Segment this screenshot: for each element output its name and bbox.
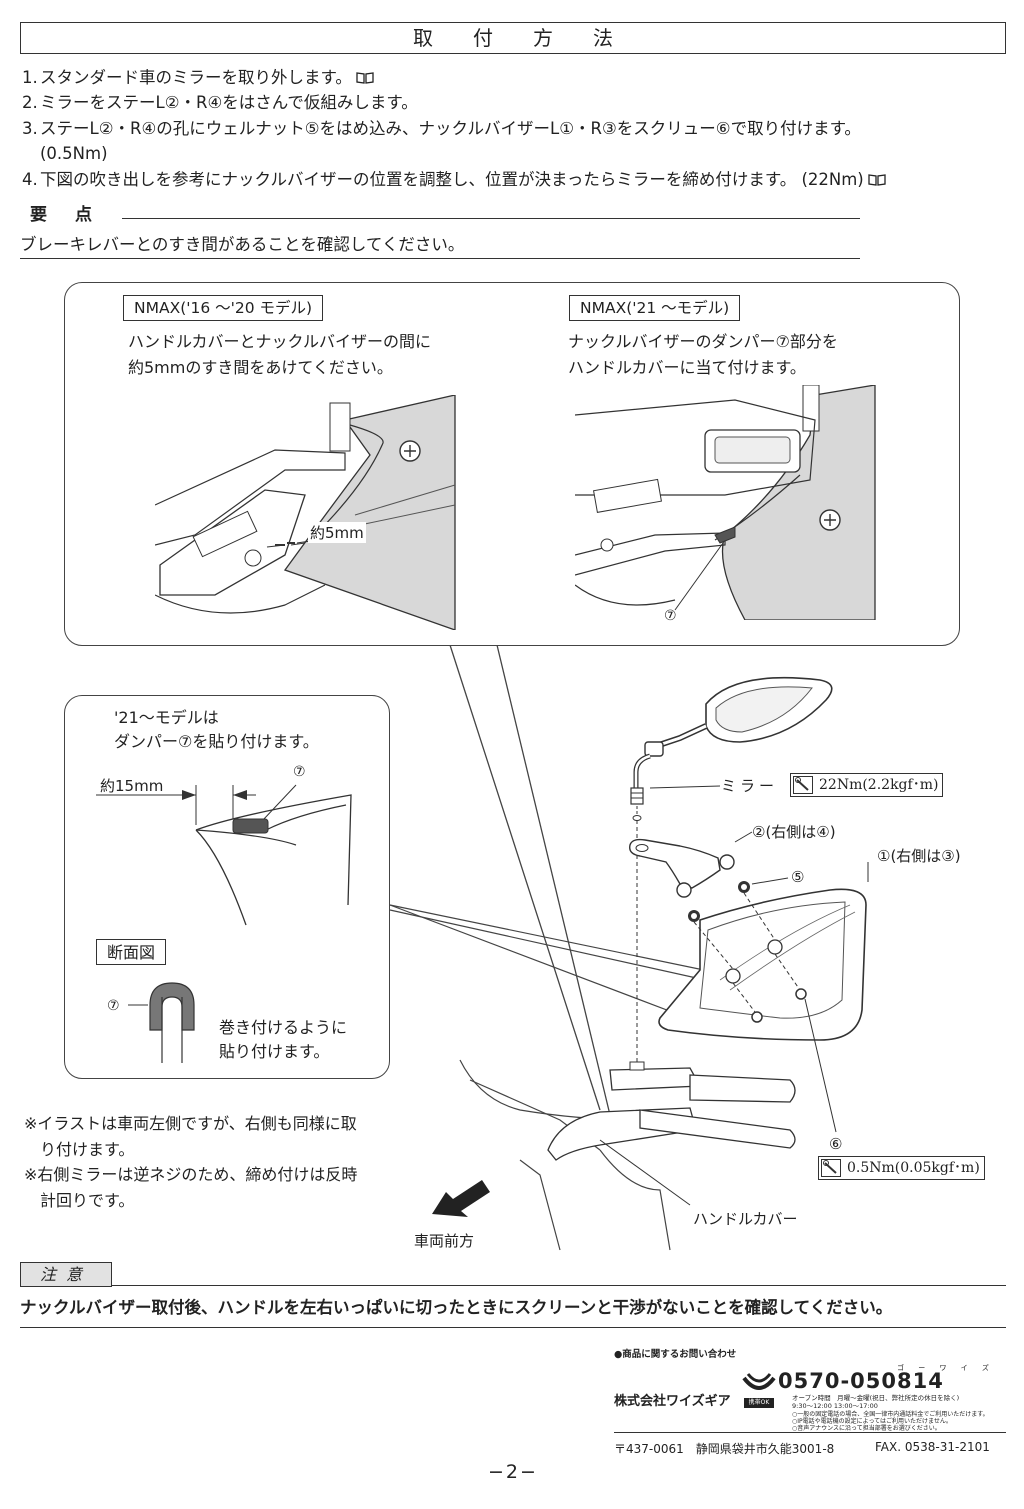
wrap-text-1: 巻き付けるように bbox=[219, 1018, 348, 1037]
damper-position-label: 約15mm bbox=[100, 777, 164, 795]
phone-ruby: ゴ ー ワ イ ズ bbox=[897, 1364, 995, 1372]
knuckle-visor-drawing bbox=[658, 862, 869, 1041]
panel-2021-text-1: ナックルバイザーのダンパー⑦部分を bbox=[568, 332, 838, 351]
step-number: 2. bbox=[22, 93, 38, 112]
hours: オープン時間 月曜～金曜(祝日、弊社所定の休日を除く) bbox=[792, 1394, 960, 1402]
stay-label: ②(右側は④) bbox=[752, 823, 836, 841]
model-label-2016: NMAX('16 ～'20 モデル) bbox=[123, 295, 324, 321]
step-3-torque: (0.5Nm) bbox=[40, 142, 108, 166]
wrench-icon bbox=[821, 1159, 841, 1177]
mirror-torque: 22Nm(2.2kgf･m) bbox=[790, 773, 944, 797]
footer-note-2: ○IP電話や電話機の設定によってはご利用いただけません。 bbox=[792, 1418, 952, 1425]
inquiry-heading: ●商品に関するお問い合わせ bbox=[614, 1349, 737, 1360]
screw-torque: 0.5Nm(0.05kgf･m) bbox=[818, 1156, 985, 1180]
screw-torque-value: 0.5Nm(0.05kgf･m) bbox=[847, 1160, 980, 1176]
step-2: 2.ミラーをステーL②・R④をはさんで仮組みします。 bbox=[22, 91, 418, 115]
note-1: ※イラストは車両左側ですが、右側も同様に取 bbox=[24, 1114, 357, 1133]
step-1: 1.スタンダード車のミラーを取り外します。 bbox=[22, 66, 374, 90]
stay-bracket-drawing bbox=[629, 831, 753, 898]
divider bbox=[122, 218, 860, 219]
note-2-cont: 計回りです。 bbox=[40, 1191, 135, 1210]
footer-note-3: ○音声アナウンスに沿って担当部署をお選びください。 bbox=[792, 1425, 941, 1432]
caution-label: 注意 bbox=[20, 1262, 112, 1287]
damper-position-illustration bbox=[96, 784, 352, 926]
cross-section-callout: ⑦ bbox=[107, 998, 120, 1014]
step-text: ステーL②・R④の孔にウェルナット⑤をはめ込み、ナックルバイザーL①・R③をスク… bbox=[40, 119, 861, 138]
company-name: 株式会社ワイズギア bbox=[614, 1394, 731, 1409]
section-title: 取付方法 bbox=[20, 22, 1006, 54]
step-text: (0.5Nm) bbox=[40, 144, 108, 163]
phone-number: 0570-050814 bbox=[778, 1369, 944, 1393]
model-label-2021: NMAX('21 ～モデル) bbox=[569, 295, 741, 321]
step-number: 3. bbox=[22, 119, 38, 138]
screw-drawing bbox=[751, 988, 837, 1133]
mirror-label: ミラー bbox=[721, 777, 779, 795]
page-number: −2− bbox=[488, 1461, 538, 1483]
well-nut-label: ⑤ bbox=[791, 868, 805, 886]
screw-label: ⑥ bbox=[829, 1135, 843, 1153]
front-arrow-icon bbox=[432, 1180, 490, 1217]
navi-dial-logo bbox=[742, 1373, 776, 1390]
caution-text: ナックルバイザー取付後、ハンドルを左右いっぱいに切ったときにスクリーンと干渉がな… bbox=[20, 1298, 893, 1317]
manual-book-icon bbox=[356, 72, 374, 84]
mobile-ok-badge: 携帯OK bbox=[744, 1398, 774, 1408]
damper-callout: ⑦ bbox=[664, 608, 677, 624]
step-text: スタンダード車のミラーを取り外します。 bbox=[40, 68, 352, 87]
handle-cover-label: ハンドルカバー bbox=[693, 1210, 798, 1228]
divider bbox=[20, 1327, 1006, 1328]
step-text: ミラーをステーL②・R④をはさんで仮組みします。 bbox=[40, 93, 418, 112]
damper-text-2: ダンパー⑦を貼り付けます。 bbox=[114, 732, 319, 751]
damper-text-1: '21～モデルは bbox=[114, 708, 219, 727]
step-4: 4.下図の吹き出しを参考にナックルバイザーの位置を調整し、位置が決まったらミラー… bbox=[22, 168, 886, 192]
cross-section-illustration bbox=[128, 982, 195, 1063]
gap-5mm-label: 約5mm bbox=[308, 522, 366, 543]
wrench-icon bbox=[793, 776, 813, 794]
mirror-drawing bbox=[630, 676, 833, 1065]
cross-section-label: 断面図 bbox=[96, 939, 167, 965]
visor-label: ①(右側は③) bbox=[877, 847, 961, 865]
key-point-label: 要点 bbox=[30, 205, 120, 225]
handle-cover-2016-illustration bbox=[155, 395, 456, 630]
footer-note-1: ○一般の固定電話の場合、全国一律市内通話料金でご利用いただけます。 bbox=[792, 1411, 989, 1418]
vehicle-front-label: 車両前方 bbox=[414, 1232, 475, 1250]
handle-cover-2021-illustration bbox=[575, 385, 876, 620]
wrap-text-2: 貼り付けます。 bbox=[219, 1042, 330, 1061]
divider bbox=[20, 258, 860, 259]
handlebar-drawing bbox=[459, 1059, 796, 1251]
hours-2: 9:30～12:00 13:00～17:00 bbox=[792, 1402, 878, 1410]
divider bbox=[614, 1432, 1006, 1433]
damper-panel bbox=[64, 695, 390, 1079]
manual-book-icon bbox=[868, 174, 886, 186]
note-1-cont: り付けます。 bbox=[40, 1140, 135, 1159]
damper-callout: ⑦ bbox=[293, 764, 306, 780]
divider bbox=[112, 1285, 1006, 1286]
step-text: 下図の吹き出しを参考にナックルバイザーの位置を調整し、位置が決まったらミラーを締… bbox=[40, 170, 864, 189]
step-3: 3.ステーL②・R④の孔にウェルナット⑤をはめ込み、ナックルバイザーL①・R③を… bbox=[22, 117, 861, 141]
panel-2021-text-2: ハンドルカバーに当て付けます。 bbox=[568, 358, 806, 377]
mirror-torque-value: 22Nm(2.2kgf･m) bbox=[819, 777, 939, 793]
panel-2016-text-2: 約5mmのすき間をあけてください。 bbox=[128, 358, 393, 377]
step-number: 4. bbox=[22, 170, 38, 189]
panel-2016-text-1: ハンドルカバーとナックルバイザーの間に bbox=[128, 332, 432, 351]
step-number: 1. bbox=[22, 68, 38, 87]
key-point-text: ブレーキレバーとのすき間があることを確認してください。 bbox=[20, 235, 465, 254]
fax-number: FAX. 0538-31-2101 bbox=[875, 1440, 990, 1454]
well-nut-drawing bbox=[688, 877, 789, 922]
note-2: ※右側ミラーは逆ネジのため、締め付けは反時 bbox=[24, 1165, 358, 1184]
company-address: 〒437-0061 静岡県袋井市久能3001-8 bbox=[614, 1442, 835, 1456]
